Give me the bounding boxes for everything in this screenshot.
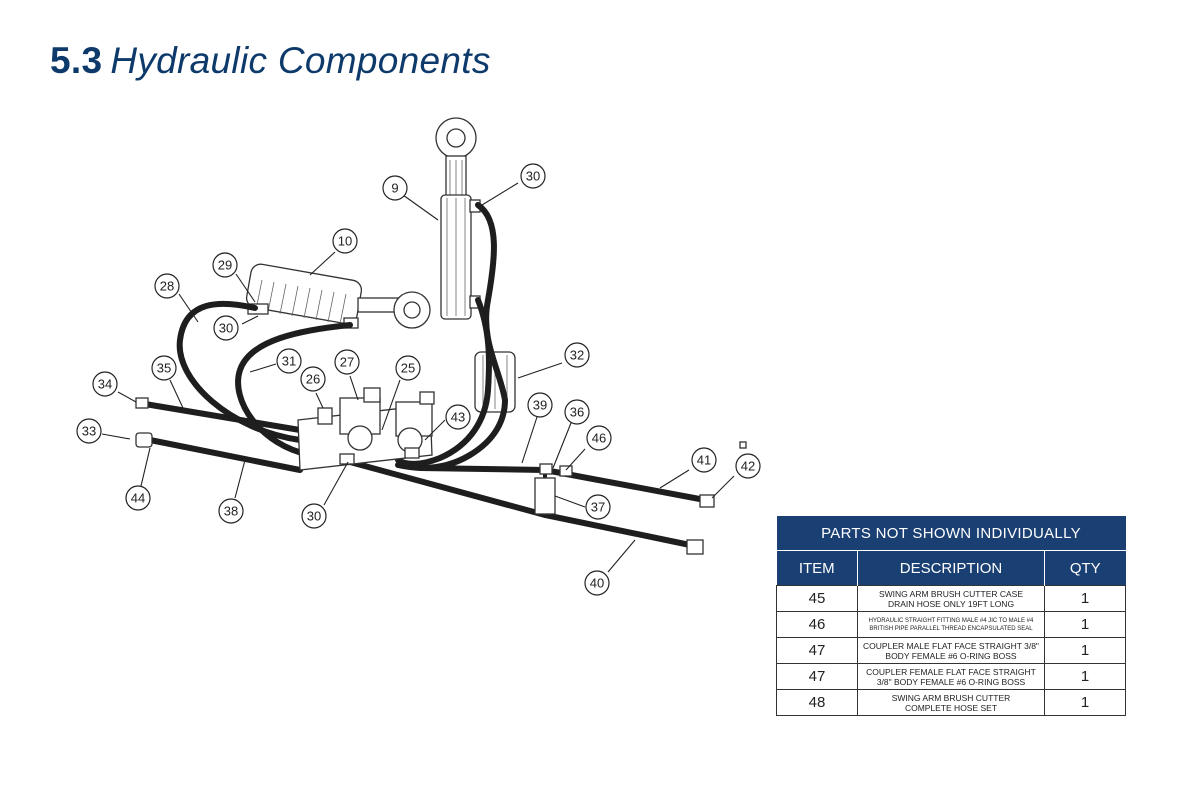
svg-text:33: 33 [82,424,96,439]
item-description: HYDRAULIC STRAIGHT FITTING MALE #4 JIC T… [857,611,1045,638]
horizontal-cylinder [245,263,431,329]
svg-text:40: 40 [590,576,604,591]
item-number: 48 [776,689,858,716]
table-row: 46 HYDRAULIC STRAIGHT FITTING MALE #4 JI… [776,611,1126,638]
callout: 31 [276,348,302,374]
svg-text:42: 42 [741,459,755,474]
vertical-cylinder [435,117,481,320]
svg-text:35: 35 [157,361,171,376]
callout: 41 [691,447,717,473]
fittings [135,397,747,555]
callout: 36 [564,399,590,425]
svg-text:31: 31 [282,354,296,369]
svg-text:30: 30 [307,509,321,524]
svg-text:27: 27 [340,355,354,370]
callout: 30 [520,163,546,189]
svg-text:46: 46 [592,431,606,446]
leader-lines [101,182,735,573]
svg-text:37: 37 [591,500,605,515]
svg-text:26: 26 [306,372,320,387]
item-number: 46 [776,611,858,638]
callout: 26 [300,366,326,392]
callout: 40 [584,570,610,596]
callout: 25 [395,355,421,381]
callout: 44 [125,485,151,511]
callout: 33 [76,418,102,444]
svg-text:29: 29 [218,258,232,273]
callout: 43 [445,404,471,430]
callout: 34 [92,371,118,397]
svg-text:34: 34 [98,377,112,392]
item-description: COUPLER MALE FLAT FACE STRAIGHT 3/8"BODY… [857,637,1045,664]
callout: 32 [564,342,590,368]
svg-text:41: 41 [697,453,711,468]
callouts: 9 30 10 29 28 30 31 27 26 25 35 34 33 44… [76,163,761,596]
svg-text:10: 10 [338,234,352,249]
item-qty: 1 [1044,689,1126,716]
svg-text:39: 39 [533,398,547,413]
svg-text:32: 32 [570,348,584,363]
svg-text:25: 25 [401,361,415,376]
item-number: 47 [776,637,858,664]
column-header-item: ITEM [776,550,858,586]
column-header-qty: QTY [1044,550,1126,586]
item-qty: 1 [1044,637,1126,664]
callout: 38 [218,498,244,524]
section-title: Hydraulic Components [110,40,491,81]
svg-text:43: 43 [451,410,465,425]
svg-text:38: 38 [224,504,238,519]
item-qty: 1 [1044,663,1126,690]
item-qty: 1 [1044,611,1126,638]
callout: 9 [382,175,408,201]
callout: 37 [585,494,611,520]
svg-text:36: 36 [570,405,584,420]
callout: 27 [334,349,360,375]
callout: 39 [527,392,553,418]
item-number: 45 [776,585,858,612]
callout: 35 [151,355,177,381]
svg-text:9: 9 [391,181,398,196]
table-row: 47 COUPLER MALE FLAT FACE STRAIGHT 3/8"B… [776,637,1126,664]
item-number: 47 [776,663,858,690]
callout: 30 [301,503,327,529]
svg-text:30: 30 [526,169,540,184]
callout: 29 [212,252,238,278]
section-number: 5.3 [50,40,103,81]
svg-text:44: 44 [131,491,145,506]
callout: 10 [332,228,358,254]
item-qty: 1 [1044,585,1126,612]
column-header-description: DESCRIPTION [857,550,1045,586]
callout: 30 [213,315,239,341]
svg-text:28: 28 [160,279,174,294]
parts-not-shown-table: PARTS NOT SHOWN INDIVIDUALLY ITEM DESCRI… [776,516,1126,716]
svg-text:30: 30 [219,321,233,336]
table-caption: PARTS NOT SHOWN INDIVIDUALLY [776,516,1126,551]
callout: 46 [586,425,612,451]
callout: 28 [154,273,180,299]
callout: 42 [735,453,761,479]
valve-block [297,387,435,471]
